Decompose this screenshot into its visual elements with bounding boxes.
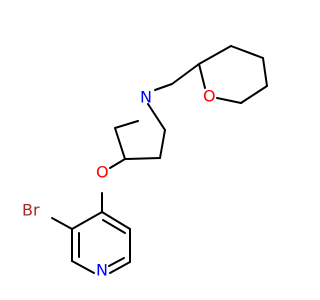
bond-c6-n1-inner [108, 257, 125, 267]
bond-n1-c2 [71, 260, 95, 274]
atom-label-o-ether: O [96, 163, 109, 182]
molecule-structure: Br O N O N [22, 45, 268, 280]
bond-ch2-c2thp [171, 63, 200, 85]
pyrrolidine-ring [114, 103, 166, 160]
bond-thp-c5-c4 [262, 57, 268, 87]
bond-thp-c2-o [198, 63, 206, 89]
bond-c4-c5 [101, 211, 131, 230]
atom-label-n-pyridine: N [96, 261, 108, 280]
bond-thp-o-c6 [216, 97, 242, 104]
bond-thp-c4-c3 [230, 45, 264, 59]
bond-n-ch2 [154, 83, 173, 91]
bond-c3-br [51, 217, 73, 230]
tetrahydropyran-ring [198, 45, 268, 104]
bond-c4-c5-inner [102, 219, 126, 234]
bond-c3-c4 [71, 211, 103, 230]
bond-pyr-n-c5 [147, 103, 166, 131]
bond-pyr-c2-n [114, 120, 139, 129]
bond-c6-n1 [109, 261, 131, 274]
bond-o-c3pyr [109, 158, 126, 169]
molecule-canvas: Br O N O N [22, 45, 268, 280]
bond-pyr-c3-c2 [114, 127, 126, 160]
bond-pyr-c4-c3 [124, 157, 161, 160]
atom-label-br: Br [22, 201, 40, 220]
atom-label-o-ring: O [203, 87, 216, 106]
bond-thp-c6-c5 [240, 85, 268, 104]
bond-pyr-c5-c4 [159, 129, 166, 159]
atom-label-n-pyrrolidine: N [140, 88, 152, 107]
bond-thp-c3-c2 [198, 45, 232, 65]
pyridine-ring [71, 211, 131, 274]
